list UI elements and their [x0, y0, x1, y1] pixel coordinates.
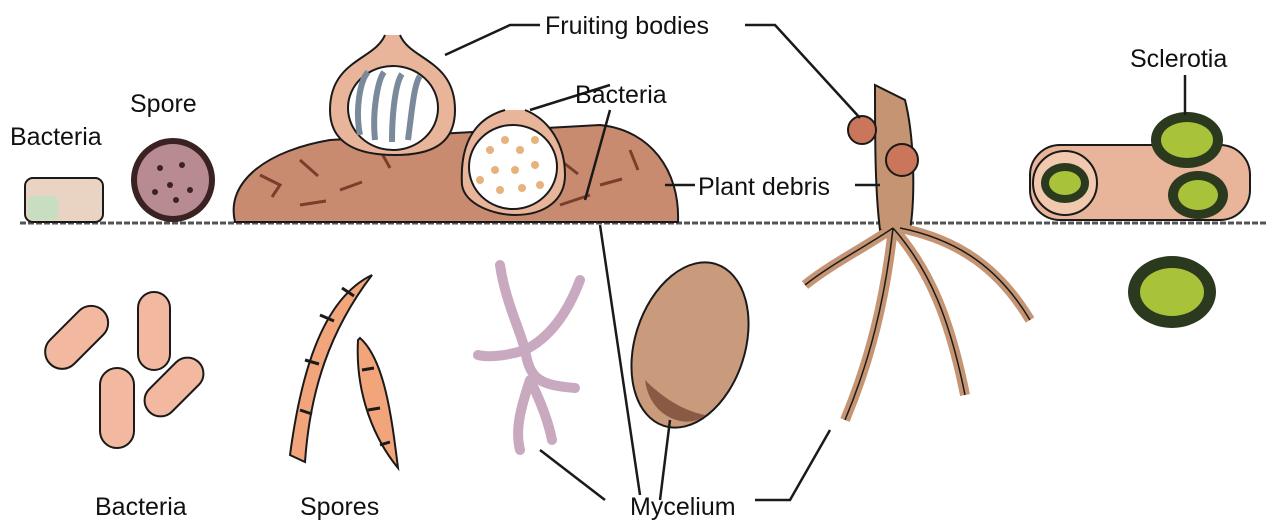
label-plant-debris: Plant debris: [698, 173, 830, 201]
label-spore: Spore: [130, 90, 197, 118]
sclerotium-icon: [1128, 256, 1216, 328]
plant-stem-root-icon: [805, 85, 1030, 420]
log-with-sclerotia-icon: [1030, 112, 1250, 220]
bacteria-cell-shade-icon: [28, 196, 58, 220]
label-bacteria-bottom: Bacteria: [95, 493, 187, 521]
bacteria-group-icon: [38, 292, 210, 448]
fruiting-body-perithecium-icon: [330, 35, 455, 155]
label-spores: Spores: [300, 493, 379, 521]
label-mycelium: Mycelium: [630, 493, 736, 521]
soil-debris-mound-icon: [234, 125, 678, 222]
label-bacteria-mid: Bacteria: [575, 81, 667, 109]
label-sclerotia: Sclerotia: [1130, 45, 1227, 73]
mycelium-hypha-icon: [478, 265, 580, 450]
potato-tuber-icon: [611, 247, 768, 443]
label-bacteria-top: Bacteria: [10, 123, 102, 151]
fruiting-body-pycnidium-icon: [462, 110, 565, 215]
spore-ball-icon: [131, 138, 215, 222]
spore-banded-icon: [290, 275, 398, 468]
label-fruiting-bodies: Fruiting bodies: [545, 12, 709, 40]
